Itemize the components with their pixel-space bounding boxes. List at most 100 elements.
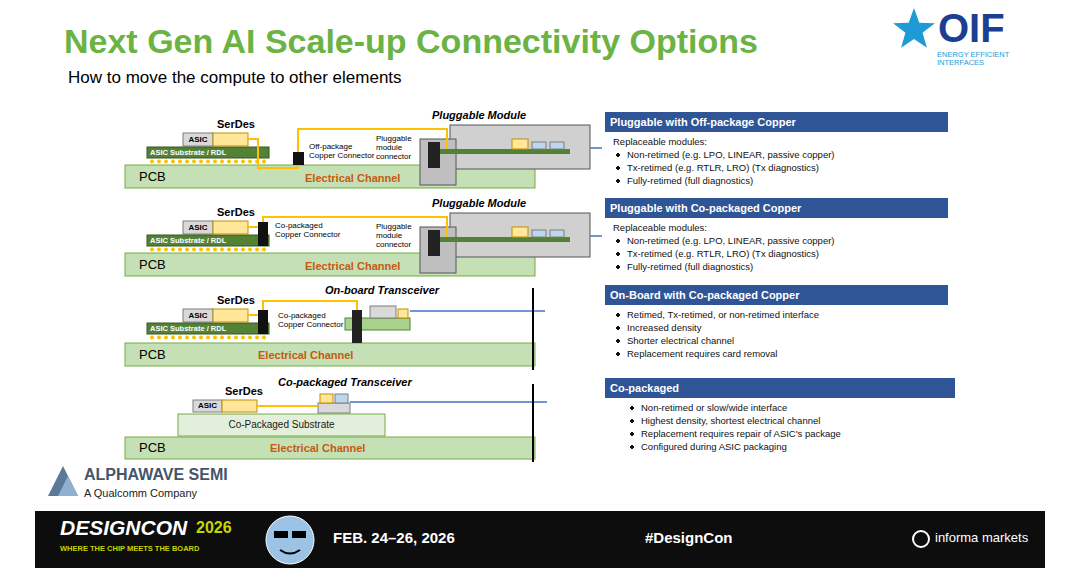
connector-label: Pluggable module connector <box>376 135 418 162</box>
electrical-trace <box>248 314 258 316</box>
package-substrate: ASIC Substrate / RDL <box>147 323 269 334</box>
panel-heading: Co-packaged <box>605 378 955 398</box>
solder-ball <box>150 248 154 252</box>
solder-ball <box>213 248 217 252</box>
solder-ball <box>199 248 203 252</box>
copper-connector <box>258 222 268 246</box>
panel-heading: On-Board with Co-packaged Copper <box>605 285 948 305</box>
serdes-fill <box>213 221 248 234</box>
solder-ball <box>178 160 182 164</box>
bullet-item: Replacement requires repair of ASIC's pa… <box>605 427 955 440</box>
transceiver-chip <box>398 309 408 318</box>
solder-ball <box>220 160 224 164</box>
module-cage <box>420 227 456 273</box>
bullet-item: Shorter electrical channel <box>605 334 948 347</box>
solder-ball <box>248 160 252 164</box>
onboard-transceiver: On-board Transceiver <box>345 304 410 343</box>
solder-ball <box>234 248 238 252</box>
connector-label: Off-package Copper Connector <box>309 143 379 161</box>
substrate-label: Co-Packaged Substrate <box>178 414 385 436</box>
event-tagline: WHERE THE CHIP MEETS THE BOARD <box>60 545 199 553</box>
connector-label: Co-packaged Copper Connector <box>278 312 348 330</box>
serdes-block: SerDes <box>213 309 248 322</box>
optical-fiber <box>350 401 547 403</box>
alphawave-logo <box>58 476 78 496</box>
pluggable-module: Pluggable Module <box>420 213 590 273</box>
faceplate-line <box>532 288 534 370</box>
module-connector <box>428 230 440 256</box>
pcb-fill <box>125 343 535 366</box>
solder-ball <box>255 336 259 340</box>
mascot-face <box>266 516 314 564</box>
die-label: ASIC <box>183 133 213 146</box>
substrate-fill <box>147 323 269 334</box>
component-heading: Pluggable Module <box>432 109 526 121</box>
solder-ball <box>185 160 189 164</box>
asic-fill <box>183 133 213 146</box>
solder-ball <box>185 248 189 252</box>
solder-ball <box>262 248 266 252</box>
connector-label: Co-packaged Copper Connector <box>275 222 345 240</box>
panel-text: Replaceable modules: <box>605 221 948 234</box>
pcb-fill <box>125 437 535 459</box>
bullet-item: Non-retimed (e.g. LPO, LINEAR, passive c… <box>605 234 948 247</box>
mascot-mouth <box>280 550 300 554</box>
solder-ball <box>185 336 189 340</box>
bullet-item: Non-retimed (e.g. LPO, LINEAR, passive c… <box>605 148 948 161</box>
serdes-label: SerDes <box>225 385 263 397</box>
mascot-glasses <box>274 531 288 538</box>
optical-fiber <box>590 147 602 149</box>
option-panel: Co-packagedNon-retimed or slow/wide inte… <box>605 378 955 453</box>
serdes-label: SerDes <box>217 206 255 218</box>
solder-ball <box>213 336 217 340</box>
component-heading: On-board Transceiver <box>325 284 439 296</box>
electrical-trace <box>248 139 298 168</box>
module-chip <box>512 139 528 149</box>
solder-ball <box>248 248 252 252</box>
substrate-fill <box>147 235 269 246</box>
transceiver-connector <box>352 310 362 343</box>
solder-ball <box>206 336 210 340</box>
solder-ball <box>178 248 182 252</box>
solder-ball <box>234 160 238 164</box>
solder-ball <box>206 160 210 164</box>
bullet-item: Retimed, Tx-retimed, or non-retimed inte… <box>605 308 948 321</box>
bullet-item: Highest density, shortest electrical cha… <box>605 414 955 427</box>
connector-label: Pluggable module connector <box>376 223 418 250</box>
solder-ball <box>234 336 238 340</box>
solder-ball <box>199 160 203 164</box>
solder-ball <box>171 160 175 164</box>
oif-star <box>893 8 935 48</box>
logo-text: OIF <box>938 6 1005 51</box>
solder-ball <box>192 248 196 252</box>
serdes-block: SerDes <box>222 400 257 412</box>
serdes-block: SerDes <box>213 133 248 146</box>
panel-heading: Pluggable with Co-packaged Copper <box>605 198 948 218</box>
asic-fill <box>193 400 222 412</box>
module-cage <box>420 139 456 185</box>
mascot-glasses <box>292 531 306 538</box>
solder-ball <box>241 160 245 164</box>
solder-ball <box>178 336 182 340</box>
solder-ball <box>227 248 231 252</box>
transceiver-base <box>318 403 350 413</box>
serdes-fill <box>222 400 257 412</box>
solder-ball <box>227 160 231 164</box>
die-label: ASIC <box>183 309 213 322</box>
optical-fiber <box>410 310 545 312</box>
copper-connector <box>293 152 304 165</box>
bullet-item: Fully-retimed (full diagnostics) <box>605 260 948 273</box>
organizer-logo-text: informa markets <box>935 531 1028 546</box>
solder-ball <box>157 248 161 252</box>
asic-die: ASIC <box>183 133 213 146</box>
module-chip <box>532 142 546 149</box>
transceiver-chip <box>370 306 396 318</box>
copper-connector <box>258 310 268 334</box>
informa-logo <box>913 531 929 547</box>
solder-ball <box>213 160 217 164</box>
solder-ball <box>227 336 231 340</box>
serdes-fill <box>213 309 248 322</box>
bullet-item: Replacement requires card removal <box>605 347 948 360</box>
transceiver-chip <box>335 394 348 403</box>
module-chip <box>550 142 564 149</box>
